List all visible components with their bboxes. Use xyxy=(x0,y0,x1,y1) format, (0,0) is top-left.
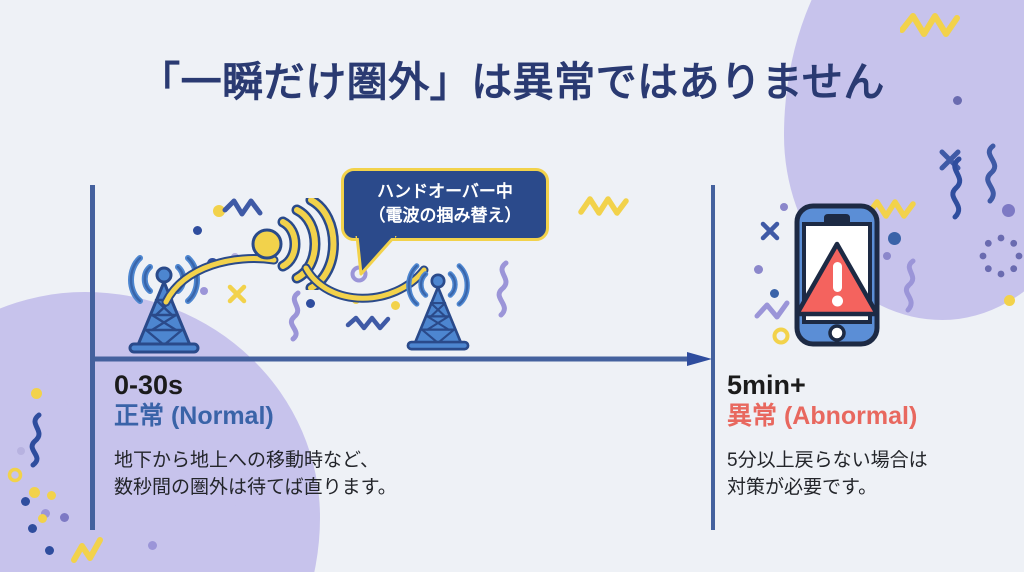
cell-tower-icon xyxy=(406,263,470,351)
decor-dot xyxy=(21,497,30,506)
tooltip-line-2: （電波の掴み替え） xyxy=(368,206,522,226)
phone-warning-icon xyxy=(794,203,880,347)
decor-dot xyxy=(45,546,54,555)
decor-dot xyxy=(888,232,901,245)
decor-dot xyxy=(883,252,891,260)
decor-dot xyxy=(148,541,157,550)
timeline-label-right: 5min+ 異常 (Abnormal) 5分以上戻らない場合は 対策が必要です。 xyxy=(727,370,1017,502)
decor-zigzag-icon xyxy=(71,537,103,563)
left-time-value: 0-30s xyxy=(114,370,184,400)
decor-ring-icon xyxy=(772,327,790,345)
handover-arc-right xyxy=(301,263,429,303)
handover-tooltip: ハンドオーバー中 （電波の掴み替え） xyxy=(341,168,549,242)
decor-zigzag-icon xyxy=(900,13,960,37)
decor-x-icon xyxy=(760,221,780,241)
decor-dot xyxy=(1004,295,1015,306)
timeline-label-left: 0-30s 正常 (Normal) 地下から地上への移動時など、 数秒間の圏外は… xyxy=(114,370,474,502)
decor-dot xyxy=(28,524,37,533)
decor-dot xyxy=(41,509,50,518)
decor-dot xyxy=(47,491,56,500)
decor-dot xyxy=(754,265,763,274)
timeline-axis-right xyxy=(711,185,715,530)
decor-squiggle-icon xyxy=(29,412,42,468)
left-state-badge: 正常 (Normal) xyxy=(114,402,274,431)
decor-squiggle-icon xyxy=(903,258,916,313)
decor-x-icon xyxy=(939,149,961,171)
decor-dot xyxy=(780,203,788,211)
right-state-badge: 異常 (Abnormal) xyxy=(727,402,918,431)
decor-squiggle-icon xyxy=(496,260,509,318)
decor-dot xyxy=(17,447,25,455)
decor-blob-mid-left xyxy=(0,330,80,572)
decor-zigzag-icon xyxy=(578,196,629,216)
decor-dot xyxy=(213,205,225,217)
right-description: 5分以上戻らない場合は 対策が必要です。 xyxy=(727,449,928,499)
decor-dot xyxy=(29,487,40,498)
right-arrow-icon xyxy=(90,352,712,366)
tooltip-tail-icon xyxy=(355,236,397,276)
handover-arc-left xyxy=(161,254,279,307)
page-title: 「一瞬だけ圏外」は異常ではありません xyxy=(139,59,885,105)
decor-squiggle-icon xyxy=(950,156,963,220)
decor-dot xyxy=(60,513,69,522)
decor-dot xyxy=(38,514,47,523)
right-time-value: 5min+ xyxy=(727,370,806,400)
decor-dot xyxy=(770,289,779,298)
decor-squiggle-icon xyxy=(985,143,998,204)
decor-dot xyxy=(193,226,202,235)
left-description: 地下から地上への移動時など、 数秒間の圏外は待てば直ります。 xyxy=(114,449,397,499)
tooltip-line-1: ハンドオーバー中 xyxy=(377,182,513,201)
decor-dotted-circle-icon xyxy=(979,234,1023,278)
decor-ring-icon xyxy=(7,467,23,483)
decor-dot xyxy=(31,388,42,399)
decor-dot xyxy=(1002,204,1015,217)
